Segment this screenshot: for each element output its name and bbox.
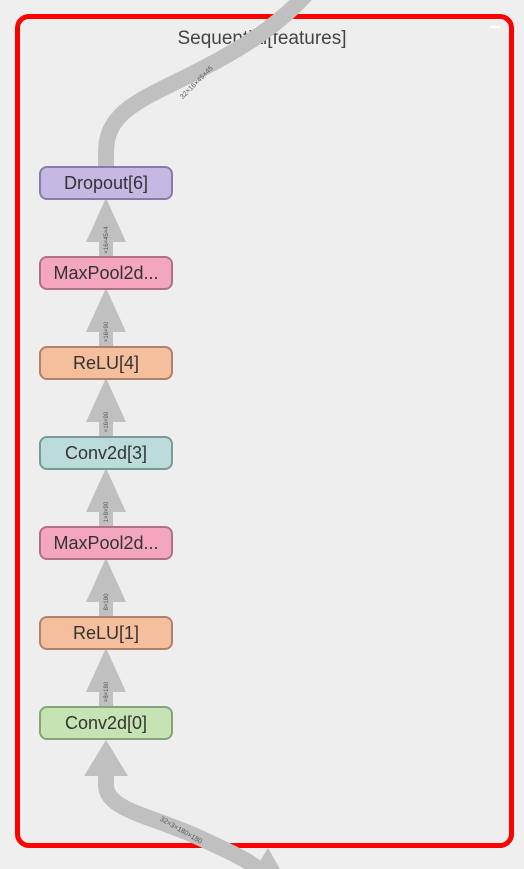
node-relu-1[interactable]: ReLU[1] bbox=[39, 616, 173, 650]
edge-label-maxpool1-out: 1×8×90 bbox=[104, 501, 110, 522]
edge-label-dropout-in: ×16×45×4 bbox=[104, 226, 110, 254]
edge-label-relu4-out: ×16×90 bbox=[104, 321, 110, 342]
edge-arrowhead bbox=[86, 378, 126, 422]
node-maxpool2d-5[interactable]: MaxPool2d... bbox=[39, 256, 173, 290]
edge-label-conv0-out: ×8×180 bbox=[104, 681, 110, 702]
node-relu-4[interactable]: ReLU[4] bbox=[39, 346, 173, 380]
edge-input-arrowhead bbox=[84, 740, 128, 776]
node-conv2d-0[interactable]: Conv2d[0] bbox=[39, 706, 173, 740]
edge-arrowhead bbox=[86, 558, 126, 602]
node-conv2d-3[interactable]: Conv2d[3] bbox=[39, 436, 173, 470]
edge-label-conv3-out: ×16×90 bbox=[104, 411, 110, 432]
edge-input-tail bbox=[255, 848, 280, 869]
edge-arrowhead bbox=[86, 198, 126, 242]
edge-arrowhead bbox=[86, 468, 126, 512]
cluster-corner-tick bbox=[490, 26, 500, 28]
edge-label-relu1-out: 8×180 bbox=[104, 593, 110, 611]
edge-input[interactable] bbox=[98, 770, 271, 869]
edge-arrowhead bbox=[86, 648, 126, 692]
node-dropout-6[interactable]: Dropout[6] bbox=[39, 166, 173, 200]
edge-output[interactable] bbox=[98, 0, 312, 167]
edge-arrowhead bbox=[86, 288, 126, 332]
node-maxpool2d-2[interactable]: MaxPool2d... bbox=[39, 526, 173, 560]
